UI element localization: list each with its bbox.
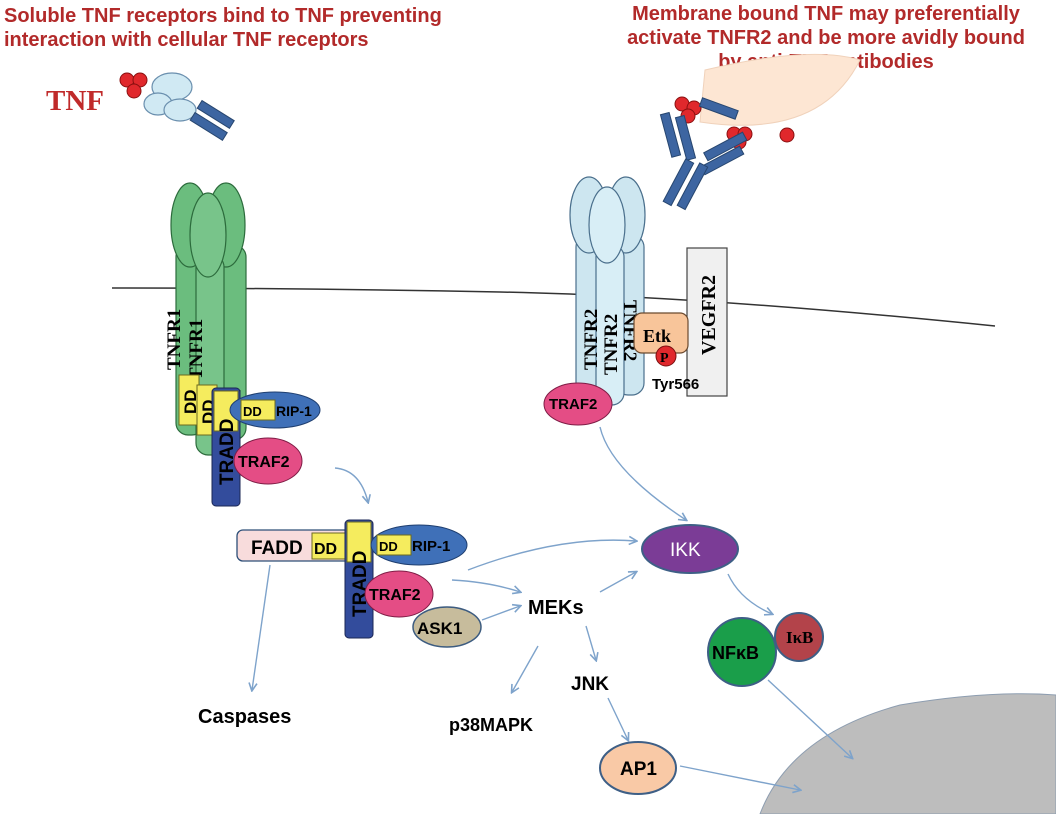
- ikk-node: [641, 524, 739, 574]
- tnfr2-label-2: TNFR2: [601, 314, 622, 375]
- soluble-caption-line-1: Soluble TNF receptors bind to TNF preven…: [4, 5, 442, 27]
- soluble-caption-line-2: interaction with cellular TNF receptors: [4, 29, 369, 51]
- meks-label: MEKs: [528, 597, 584, 619]
- arrow-meks-to-jnk: [585, 625, 596, 660]
- tnfr1-label-1: TNFR1: [164, 309, 185, 370]
- caspases-label: Caspases: [198, 706, 291, 728]
- p38mapk-label: p38MAPK: [449, 715, 533, 735]
- arrow-ap1-to-nucleus: [679, 765, 800, 790]
- traf2-upper-label: TRAF2: [238, 454, 290, 471]
- rip1-upper-label: RIP-1: [276, 403, 312, 419]
- soluble-tnf-receptor: [143, 72, 235, 141]
- rip1-upper-dd-label: DD: [243, 404, 262, 419]
- arrow-ikk-to-nfkb: [727, 573, 772, 614]
- arrow-traf2-to-fadd-complex: [334, 467, 368, 502]
- ask1-label: ASK1: [417, 619, 462, 638]
- ikb-label: IκB: [786, 628, 813, 647]
- tradd-upper-label: TRADD: [217, 419, 238, 486]
- arrow-fadd-to-caspases: [252, 564, 271, 690]
- arrow-meks-to-ikk: [599, 572, 636, 593]
- tnfr1-dd-label-1: DD: [181, 389, 200, 414]
- arrow-rip1-to-ikk: [467, 540, 636, 571]
- jnk-label: JNK: [571, 674, 609, 695]
- etk-label: Etk: [643, 326, 671, 346]
- vegfr2-box: [686, 247, 728, 397]
- rip1-lower-dd-label: DD: [379, 539, 398, 554]
- fadd-label: FADD: [251, 538, 303, 559]
- traf2-upper: [233, 437, 303, 485]
- tnf-label: TNF: [46, 85, 104, 117]
- traf2-lower-label: TRAF2: [369, 587, 421, 604]
- vegfr2-label: VEGFR2: [698, 275, 720, 355]
- arrow-ask1-to-meks: [481, 606, 520, 621]
- tnfr2-receptor-complex: [569, 176, 646, 406]
- membrane-tnf-caption: Membrane bound TNF may preferentially ac…: [600, 2, 1052, 74]
- arrow-traf2right-to-ikk: [599, 426, 686, 520]
- arrow-meks-to-p38: [512, 645, 539, 692]
- ask1-node: [412, 606, 482, 648]
- nucleus: [759, 693, 1056, 814]
- membrane-caption-line-1: Membrane bound TNF may preferentially: [632, 3, 1020, 25]
- ap1-node: [599, 741, 677, 795]
- rip1-lower-dd: [376, 534, 412, 556]
- tyr566-label: Tyr566: [652, 376, 699, 393]
- tnfr1-label-2: TNFR1: [186, 319, 207, 380]
- nfkb-label: NFκB: [712, 643, 759, 663]
- rip1-lower-label: RIP-1: [412, 538, 450, 555]
- arrow-nfkb-to-nucleus: [767, 679, 852, 758]
- arrow-traf2-to-meks: [451, 579, 520, 592]
- tnfr2-label-1: TNFR2: [581, 309, 602, 370]
- traf2-lower: [364, 570, 434, 618]
- arrow-jnk-to-ap1: [607, 697, 628, 740]
- soluble-tnf-caption: Soluble TNF receptors bind to TNF preven…: [4, 4, 524, 52]
- rip1-upper-dd: [240, 399, 276, 421]
- anti-tnf-antibodies: [659, 97, 748, 211]
- phospho-p-label: P: [660, 351, 669, 366]
- ikb-node: [774, 612, 824, 662]
- fadd-dd: [311, 532, 349, 560]
- phospho-p: [655, 345, 677, 367]
- traf2-right-label: TRAF2: [549, 396, 597, 413]
- ap1-label: AP1: [620, 759, 657, 780]
- traf2-right: [543, 382, 613, 426]
- membrane-caption-line-2: activate TNFR2 and be more avidly bound: [627, 27, 1025, 49]
- nfkb-node: [707, 617, 777, 687]
- membrane-tnf-cell: [699, 53, 861, 126]
- tnf-trimer-soluble: [119, 72, 148, 99]
- fadd-dd-label: DD: [314, 541, 337, 558]
- ikk-label: IKK: [670, 540, 701, 561]
